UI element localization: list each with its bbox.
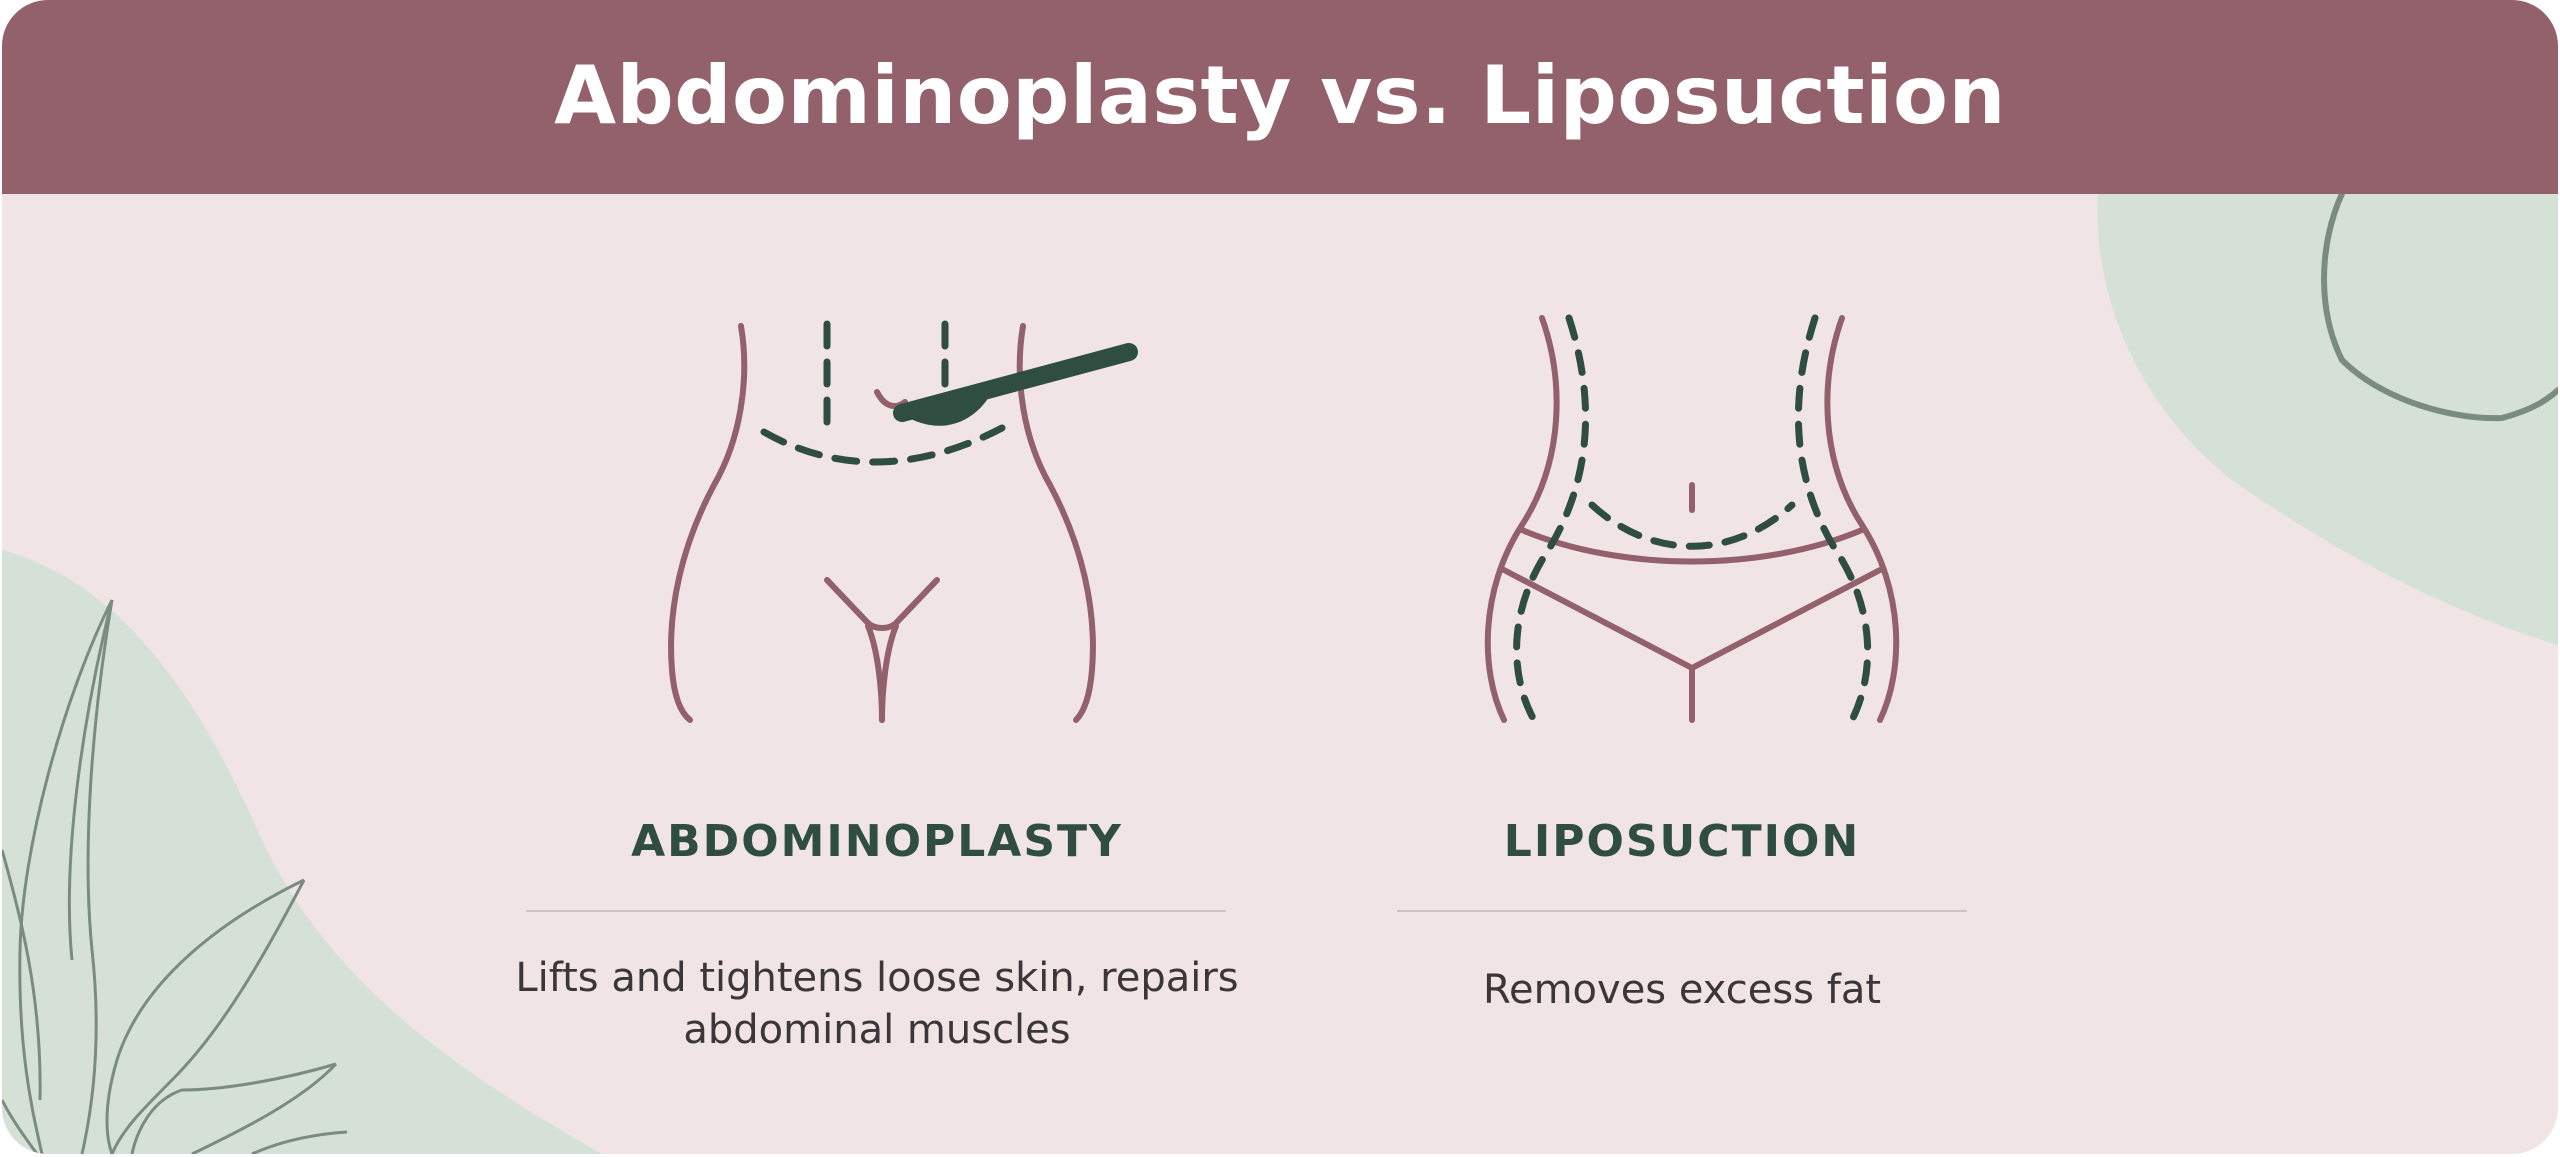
liposuction-icon: [1484, 314, 1900, 724]
procedure-description-abdominoplasty: Lifts and tightens loose skin, repairs a…: [515, 955, 1239, 1053]
bottom-left-blob: [2, 550, 602, 1154]
procedure-description-liposuction: Removes excess fat: [1482, 967, 1882, 1013]
top-right-blob: [2097, 194, 2558, 645]
page-title: Abdominoplasty vs. Liposuction: [554, 48, 2006, 142]
divider-abdominoplasty: [526, 910, 1226, 912]
divider-liposuction: [1397, 910, 1967, 912]
abdominoplasty-icon: [668, 320, 1138, 723]
header-bar: Abdominoplasty vs. Liposuction: [2, 0, 2558, 194]
procedure-label-liposuction: LIPOSUCTION: [1503, 816, 1861, 867]
bottom-left-leaf-icon: [2, 599, 348, 1154]
scalpel-icon: [893, 343, 1138, 426]
top-right-leaf-icon: [2321, 169, 2558, 422]
procedure-label-abdominoplasty: ABDOMINOPLASTY: [631, 816, 1123, 867]
